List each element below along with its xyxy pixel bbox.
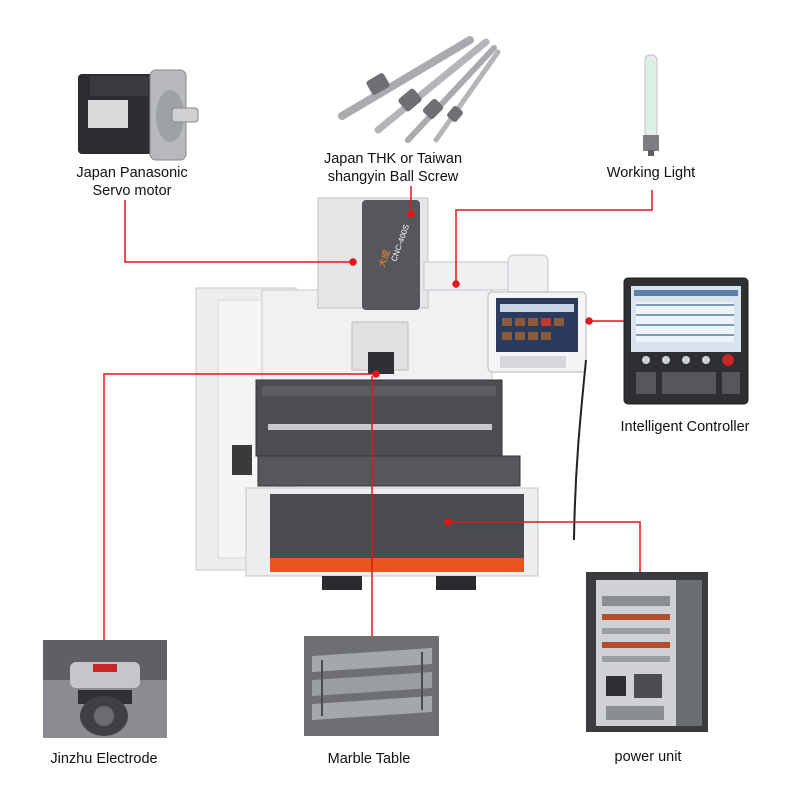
servo-motor-label-line2: Servo motor [92, 183, 172, 199]
ball-screw-label-line2: shangyin Ball Screw [327, 169, 459, 185]
ball-screw-image [338, 36, 501, 143]
working-light-label: Working Light [606, 165, 696, 181]
ball-screw-label: Japan THK or Taiwan shangyin Ball Screw [310, 150, 476, 186]
callout-lines [103, 186, 653, 640]
ball-screw-label-line1: Japan THK or Taiwan [323, 151, 463, 167]
servo-motor-image [78, 69, 199, 161]
working-light-image [643, 54, 659, 156]
power-unit-label: power unit [614, 749, 682, 765]
electrode-label: Jinzhu Electrode [50, 751, 158, 767]
servo-motor-label-line1: Japan Panasonic [76, 165, 188, 181]
servo-motor-label: Japan Panasonic Servo motor [62, 164, 202, 200]
marble-table-label: Marble Table [327, 751, 411, 767]
intelligent-controller-label: Intelligent Controller [620, 419, 750, 435]
wire-edm-machine: CNC-400S 大成 [195, 197, 587, 590]
electrode-image [43, 640, 167, 738]
marble-table-image [304, 636, 439, 736]
controller-image [623, 277, 749, 405]
power-unit-image [586, 572, 708, 732]
